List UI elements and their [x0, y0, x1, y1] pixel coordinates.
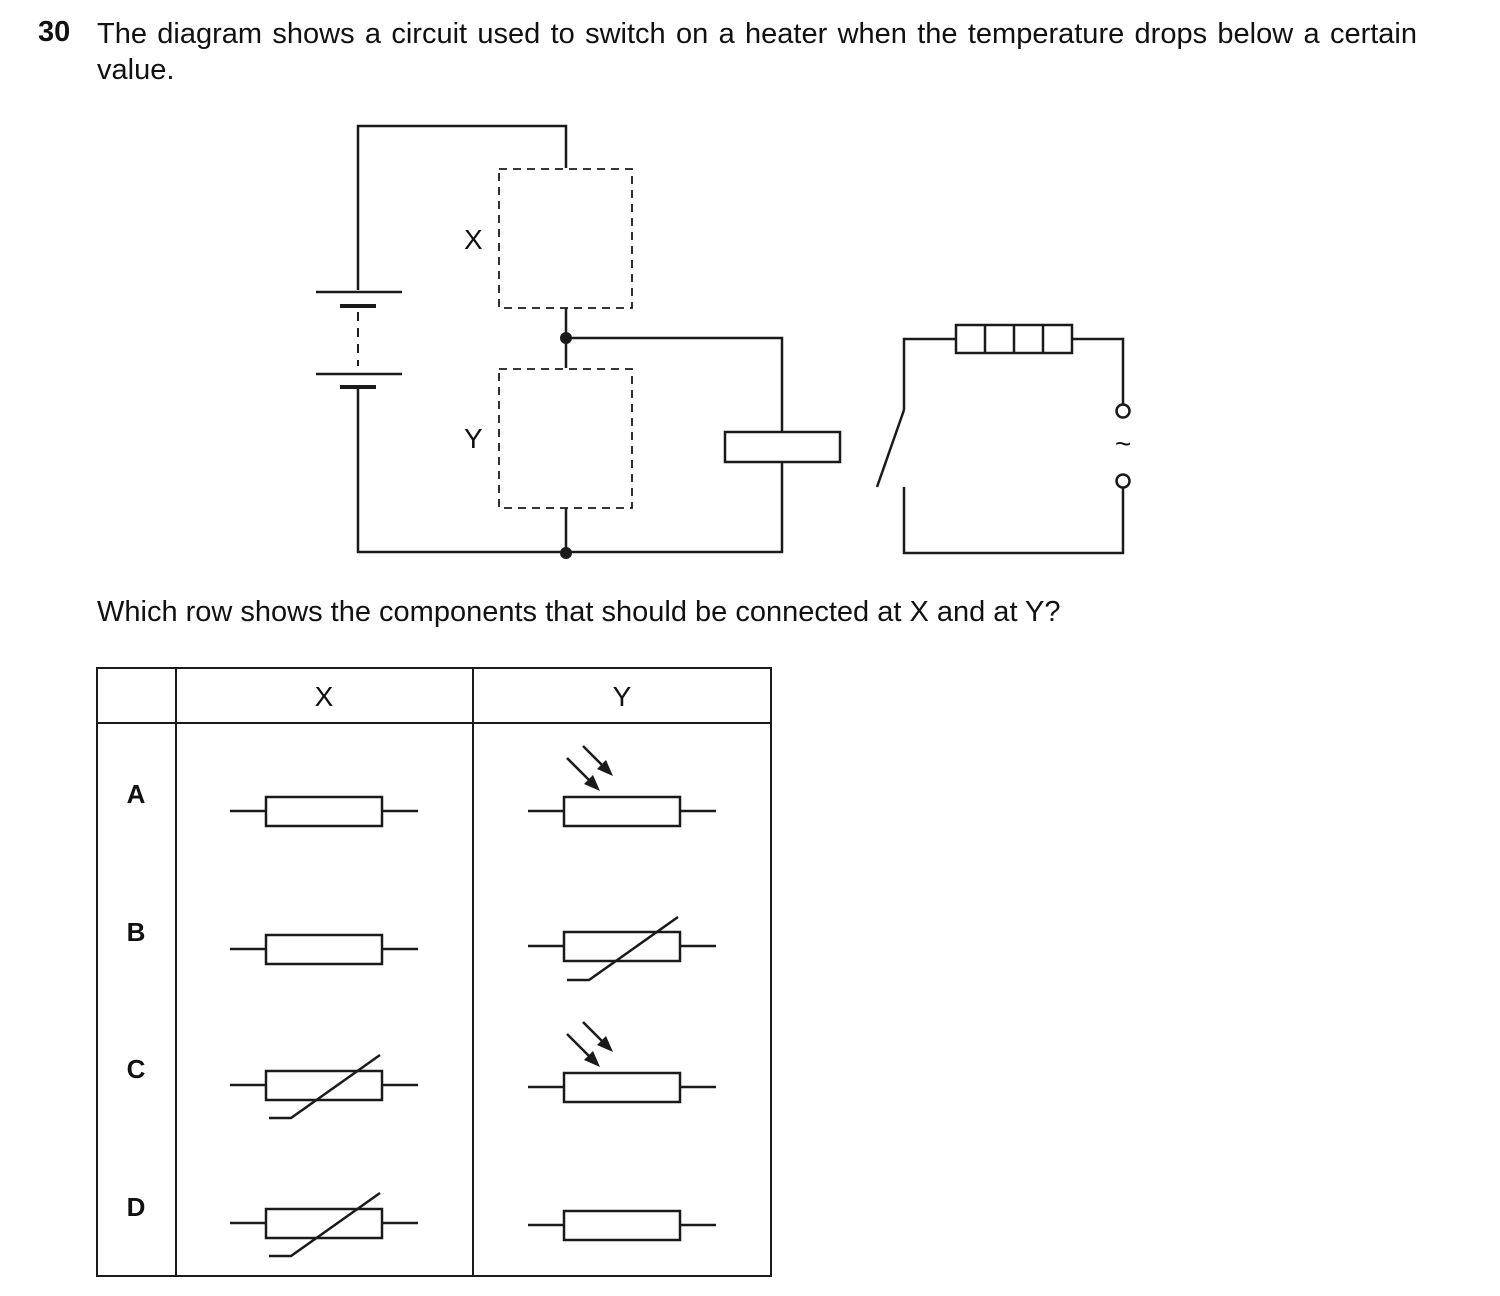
component-box-y: [498, 368, 633, 509]
wire-heater-bottom: [902, 487, 1125, 555]
circuit-diagram: X Y ~: [316, 124, 1131, 559]
question-text: The diagram shows a circuit used to swit…: [97, 18, 1417, 86]
row-label-c: C: [127, 1054, 146, 1084]
thermistor-icon: [230, 1053, 418, 1120]
circuit-label-x: X: [464, 224, 483, 255]
table-row: B: [127, 915, 716, 982]
resistor-icon: [230, 933, 418, 966]
question-prompt: Which row shows the components that shou…: [97, 596, 1061, 628]
row-label-a: A: [127, 779, 146, 809]
circuit-label-y: Y: [464, 423, 483, 454]
relay-switch-icon: [875, 409, 906, 488]
ac-terminal-top: [1115, 403, 1131, 419]
component-box-x: [498, 168, 633, 309]
table-row: A: [127, 745, 716, 828]
thermistor-icon: [528, 915, 716, 982]
resistor-icon: [528, 1209, 716, 1242]
table-row: D: [127, 1191, 716, 1258]
question-number: 30: [38, 16, 71, 48]
table-header-y: Y: [613, 681, 632, 712]
battery-icon: [316, 290, 402, 389]
wire-left-bottom: [356, 388, 784, 554]
wire-to-relay: [566, 336, 784, 432]
answer-table: X Y A B C: [96, 667, 772, 1277]
ldr-icon: [528, 1021, 716, 1104]
table-border: [96, 667, 772, 1277]
wire-top: [356, 124, 568, 290]
thermistor-icon: [230, 1191, 418, 1258]
junction-dot-bottom: [560, 547, 572, 559]
relay-coil-icon: [723, 430, 842, 464]
row-label-b: B: [127, 917, 146, 947]
ac-supply-icon: ~: [1115, 428, 1131, 459]
heater-icon: [954, 323, 1074, 355]
row-label-d: D: [127, 1192, 146, 1222]
resistor-icon: [230, 795, 418, 828]
ldr-icon: [528, 745, 716, 828]
wire-heater-right: [1072, 337, 1125, 404]
table-header-x: X: [315, 681, 334, 712]
table-row: C: [127, 1021, 716, 1120]
wire-heater-left: [902, 337, 956, 410]
ac-terminal-bottom: [1115, 473, 1131, 489]
